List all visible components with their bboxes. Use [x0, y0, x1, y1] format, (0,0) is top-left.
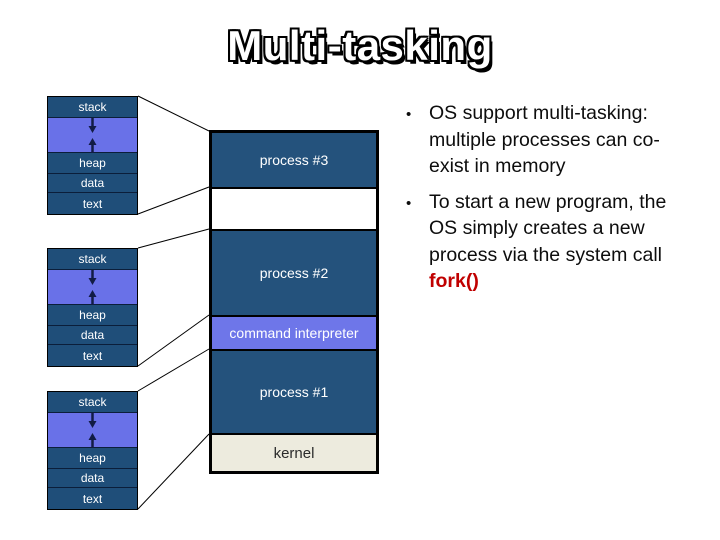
bullet-line: exist in memory [429, 155, 566, 177]
process-memory-diagram-1: stack heap data text [47, 391, 138, 510]
segment-stack: stack [48, 97, 137, 117]
connector-line [137, 433, 210, 510]
segment-free-space [48, 269, 137, 305]
region-kernel: kernel [212, 433, 376, 471]
bullet-line: multiple processes can co- [429, 128, 660, 151]
region-label: process #2 [259, 265, 329, 281]
segment-heap-label: heap [79, 451, 106, 465]
fork-system-call-label: fork() [429, 270, 479, 292]
segment-heap: heap [48, 304, 137, 325]
segment-data: data [48, 468, 137, 487]
segment-text-label: text [82, 348, 103, 363]
stack-grow-down-arrow [88, 413, 97, 428]
region-process-1: process #1 [212, 349, 376, 433]
bullet-item-os-support: • OS support multi-tasking: multiple pro… [406, 100, 708, 180]
segment-stack-label: stack [78, 395, 107, 409]
region-process-3: process #3 [212, 133, 376, 187]
bullet-line: To start a new program, the [429, 190, 667, 213]
connector-line [137, 95, 210, 132]
segment-heap-label: heap [79, 156, 106, 170]
bullet-icon: • [406, 106, 412, 123]
bullet-line: process via the system call [429, 243, 663, 266]
segment-data-label: data [80, 176, 105, 190]
segment-data-label: data [80, 328, 105, 342]
segment-stack: stack [48, 392, 137, 412]
segment-text-label: text [82, 196, 103, 211]
heap-grow-up-arrow [88, 138, 97, 153]
heap-grow-up-arrow [88, 290, 97, 305]
bullet-line: OS support multi-tasking: [429, 102, 648, 124]
growth-arrows [88, 270, 97, 305]
region-process-2: process #2 [212, 229, 376, 315]
bullet-line: OS simply creates a new [429, 217, 645, 239]
heap-grow-up-arrow [88, 433, 97, 448]
connector-line [137, 228, 210, 249]
bullet-item-fork: • To start a new program, the OS simply … [406, 189, 708, 295]
segment-stack-label: stack [78, 100, 107, 114]
region-command-interpreter: command interpreter [212, 315, 376, 349]
segment-stack-label: stack [78, 252, 107, 266]
region-free-memory [212, 187, 376, 229]
segment-free-space [48, 412, 137, 448]
connector-line [137, 314, 210, 367]
segment-heap-label: heap [79, 308, 106, 322]
segment-data: data [48, 325, 137, 344]
connector-line [137, 348, 210, 392]
bullet-list: • OS support multi-tasking: multiple pro… [406, 100, 708, 304]
bullet-text: To start a new program, the OS simply cr… [429, 189, 666, 295]
bullet-text: OS support multi-tasking: multiple proce… [429, 100, 660, 180]
segment-data-label: data [80, 471, 105, 485]
region-label: command interpreter [229, 325, 359, 341]
stack-grow-down-arrow [88, 118, 97, 133]
segment-data: data [48, 173, 137, 192]
process-memory-diagram-2: stack heap data text [47, 248, 138, 367]
slide-title: Multi-tasking [227, 22, 493, 69]
connector-line [137, 186, 210, 215]
region-label: process #3 [259, 152, 329, 168]
region-label: process #1 [259, 384, 329, 400]
segment-stack: stack [48, 249, 137, 269]
segment-free-space [48, 117, 137, 153]
memory-map: process #3 process #2 command interprete… [209, 130, 379, 474]
segment-heap: heap [48, 152, 137, 173]
segment-text: text [48, 192, 137, 214]
segment-text-label: text [82, 491, 103, 506]
bullet-icon: • [406, 194, 412, 212]
region-label: kernel [273, 444, 315, 462]
process-memory-diagram-3: stack heap data text [47, 96, 138, 215]
segment-text: text [48, 487, 137, 509]
segment-heap: heap [48, 447, 137, 468]
segment-text: text [48, 344, 137, 366]
growth-arrows [88, 118, 97, 153]
stack-grow-down-arrow [88, 270, 97, 285]
growth-arrows [88, 413, 97, 448]
